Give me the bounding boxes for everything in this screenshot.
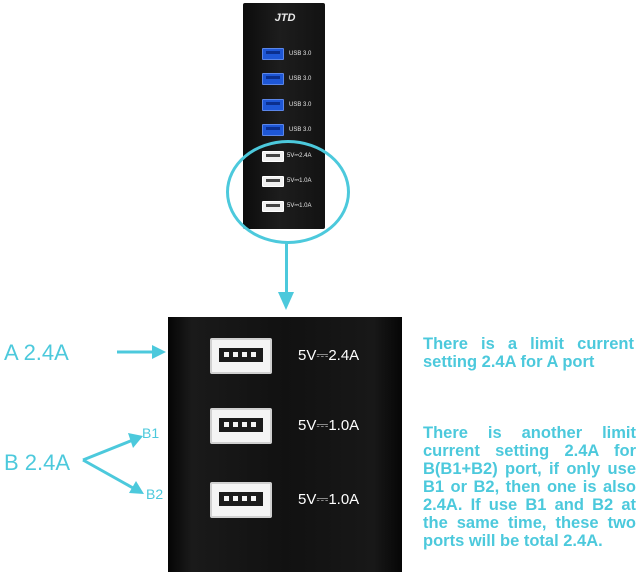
arrow-b2-line [82, 458, 134, 490]
hub-port-usb3-3 [262, 99, 284, 111]
port-a-rating: 5V⎓2.4A [298, 347, 360, 364]
port-b1-rating: 5V⎓1.0A [298, 417, 360, 434]
label-port-a: A 2.4A [4, 340, 69, 365]
note-port-a: There is a limit current setting 2.4A fo… [423, 335, 634, 371]
brand-logo: JTD [274, 12, 296, 24]
hub-port-label: USB 3.0 [289, 51, 312, 57]
hub-port-label: USB 3.0 [289, 76, 312, 82]
usb-port-b2 [210, 482, 272, 518]
connector-line [285, 241, 288, 295]
arrow-a-head [152, 345, 166, 359]
zoomed-device [168, 317, 402, 572]
down-arrow-icon [278, 292, 294, 310]
usb-port-b1 [210, 408, 272, 444]
highlight-circle [226, 140, 350, 244]
hub-port-usb3-1 [262, 48, 284, 60]
usb-port-a [210, 338, 272, 374]
note-port-b: There is another limit current setting 2… [423, 424, 636, 550]
arrow-b2-head [129, 481, 144, 494]
label-b1: B1 [142, 425, 160, 441]
hub-port-usb3-2 [262, 73, 284, 85]
hub-port-label: USB 3.0 [289, 102, 312, 108]
arrow-b1-head [128, 433, 143, 448]
hub-port-label: USB 3.0 [289, 127, 312, 133]
label-b2: B2 [146, 486, 164, 502]
hub-port-usb3-4 [262, 124, 284, 136]
port-b2-rating: 5V⎓1.0A [298, 491, 360, 508]
label-port-b: B 2.4A [4, 450, 71, 475]
arrow-b1-line [82, 438, 134, 462]
